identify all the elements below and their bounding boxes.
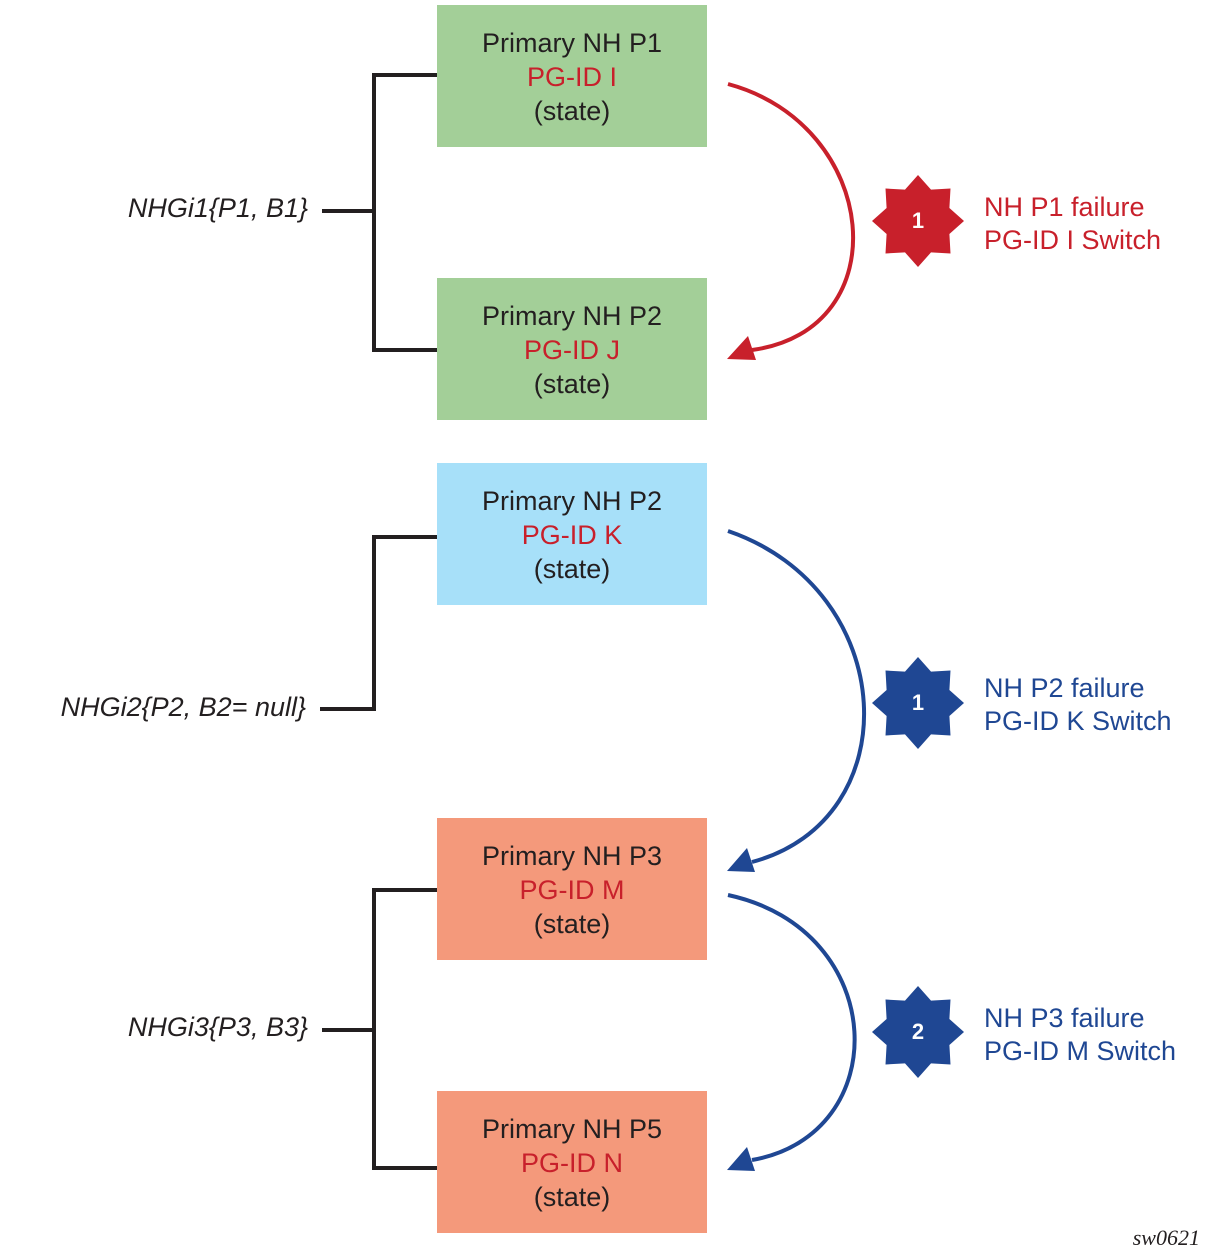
nh-box-p2-k: Primary NH P2 PG-ID K (state) <box>437 463 707 605</box>
event-line-2: PG-ID M Switch <box>984 1036 1177 1066</box>
event-label-3: NH P3 failure PG-ID M Switch <box>984 1002 1176 1068</box>
switch-arrow-1 <box>727 82 856 360</box>
switch-arrow-2 <box>727 529 866 872</box>
event-line-2: PG-ID I Switch <box>984 225 1162 255</box>
event-number-2: 1 <box>911 690 925 715</box>
pg-id: PG-ID K <box>521 520 623 550</box>
event-line-1: NH P3 failure <box>984 1003 1145 1033</box>
nh-title: Primary NH P2 <box>481 301 663 331</box>
pg-id: PG-ID J <box>523 335 620 365</box>
event-line-2: PG-ID K Switch <box>984 706 1172 736</box>
event-line-1: NH P2 failure <box>984 673 1145 703</box>
group-label-nhgi2: NHGi2{P2, B2= null} <box>60 692 306 722</box>
nh-title: Primary NH P2 <box>481 486 663 516</box>
nh-title: Primary NH P5 <box>481 1114 663 1144</box>
nh-title: Primary NH P3 <box>481 841 663 871</box>
nh-box-p5: Primary NH P5 PG-ID N (state) <box>437 1091 707 1233</box>
event-label-1: NH P1 failure PG-ID I Switch <box>984 191 1161 257</box>
event-star-icon <box>872 986 964 1078</box>
nh-box-p1: Primary NH P1 PG-ID I (state) <box>437 5 707 147</box>
group-label-nhgi1: NHGi1{P1, B1} <box>127 193 308 223</box>
event-label-2: NH P2 failure PG-ID K Switch <box>984 672 1172 738</box>
group-1-bracket <box>322 73 437 352</box>
pg-id: PG-ID N <box>520 1148 623 1178</box>
nh-box-p3: Primary NH P3 PG-ID M (state) <box>437 818 707 960</box>
nh-box-p2-j: Primary NH P2 PG-ID J (state) <box>437 278 707 420</box>
event-star-icon <box>872 175 964 267</box>
event-star-icon <box>872 657 964 749</box>
group-2-bracket <box>320 535 437 711</box>
nh-state: (state) <box>533 1182 611 1212</box>
figure-id: sw0621 <box>1132 1225 1200 1250</box>
group-label-nhgi3: NHGi3{P3, B3} <box>127 1012 308 1042</box>
event-number-1: 1 <box>911 208 925 233</box>
nh-title: Primary NH P1 <box>481 28 663 58</box>
switch-arrow-3 <box>727 893 857 1171</box>
nh-state: (state) <box>533 369 611 399</box>
nh-state: (state) <box>533 96 611 126</box>
event-line-1: NH P1 failure <box>984 192 1145 222</box>
group-3-bracket <box>322 888 437 1170</box>
nh-state: (state) <box>533 554 611 584</box>
event-number-3: 2 <box>911 1019 925 1044</box>
pg-id: PG-ID M <box>519 875 625 905</box>
pg-id: PG-ID I <box>526 62 617 92</box>
nh-state: (state) <box>533 909 611 939</box>
